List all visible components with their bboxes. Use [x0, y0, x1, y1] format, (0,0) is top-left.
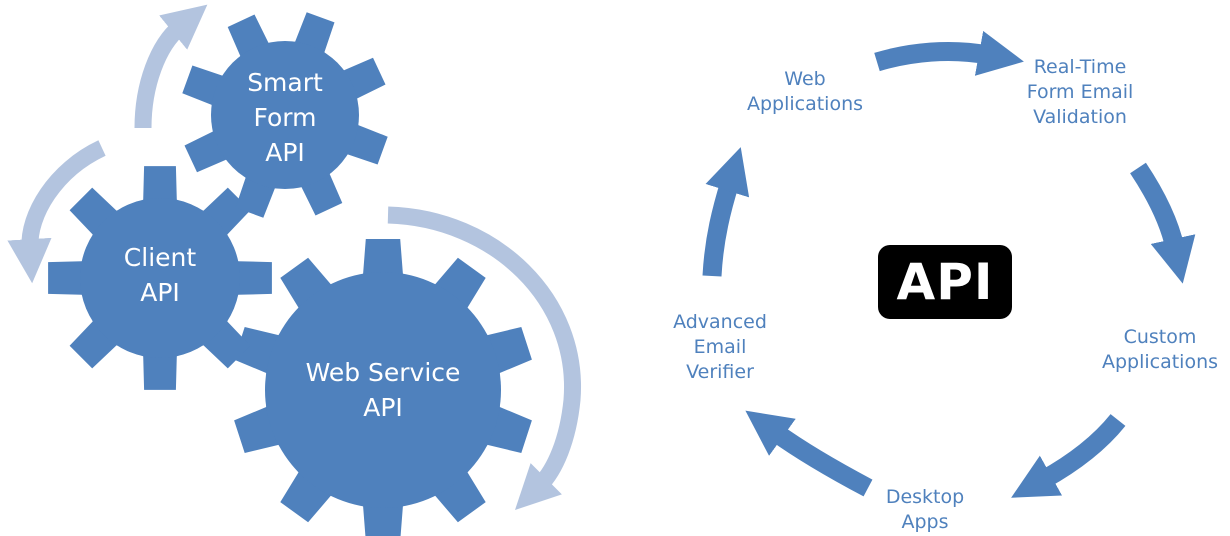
gear-smart-form-hub [211, 41, 359, 189]
api-badge: API [878, 245, 1012, 319]
advanced-email-verifier-label: Advanced Email Verifier [673, 311, 767, 383]
client-gear [48, 166, 272, 390]
web-service-gear [234, 239, 532, 536]
client-api-label: Client API [123, 243, 197, 307]
real-time-validation-label: Real-Time Form Email Validation [1026, 56, 1134, 128]
arrow-desktop-to-advanced [745, 410, 873, 497]
api-badge-text: API [896, 253, 994, 311]
arrow-around-web-service [387, 206, 581, 511]
arrow-realtime-to-custom [1130, 162, 1196, 284]
arrow-down-to-client [7, 140, 106, 284]
desktop-apps-label: Desktop Apps [885, 486, 965, 533]
custom-applications-label: Custom Applications [1101, 326, 1219, 373]
gear-web-service-hub [265, 272, 501, 508]
arrow-up-to-smart-form [134, 4, 208, 129]
smart-form-gear [182, 12, 388, 218]
arrow-web-to-realtime [874, 30, 1024, 76]
arrow-custom-to-desktop [1011, 413, 1126, 498]
arrow-advanced-to-web [702, 147, 750, 277]
smart-form-api-label: Smart Form API [247, 68, 323, 167]
gear-client-hub [80, 198, 240, 358]
web-applications-label: Web Applications [746, 68, 864, 115]
web-service-api-label: Web Service API [305, 358, 461, 422]
